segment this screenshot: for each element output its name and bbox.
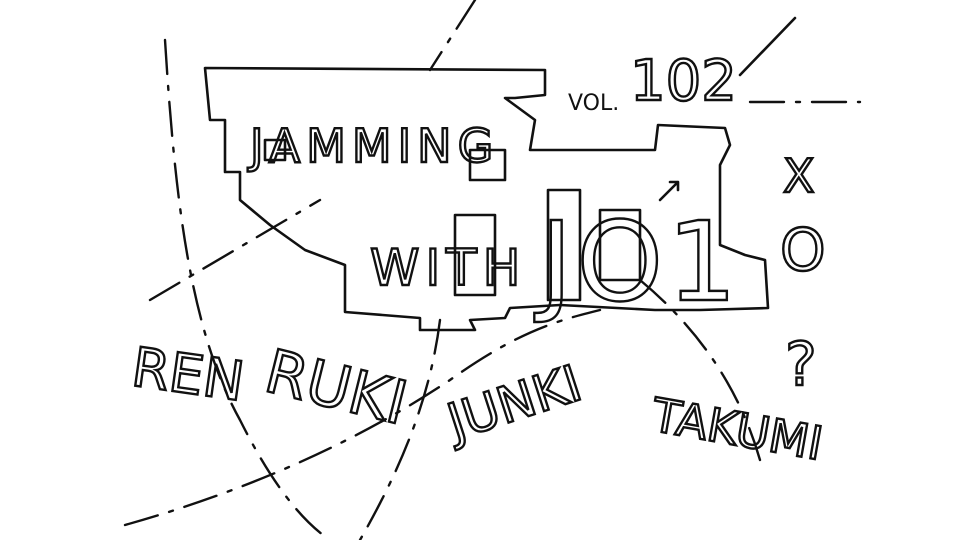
arrow-mark	[658, 180, 680, 202]
mark-question: ?	[785, 330, 817, 400]
dashed-line-mid-diagonal	[148, 198, 322, 302]
mark-x: X	[783, 149, 815, 203]
volume-number: 102	[630, 49, 737, 114]
title-jamming: JAMMING	[247, 119, 499, 173]
slash-mark	[738, 16, 797, 77]
member-ruki: RUKI	[258, 337, 413, 439]
inner-box-jo1	[546, 188, 642, 302]
title-jo1: JO1	[534, 198, 741, 326]
dashed-line-center	[358, 318, 442, 540]
inner-box-jamming	[263, 138, 507, 182]
member-junki: JUNKI	[438, 354, 588, 452]
title-block-outline	[203, 66, 770, 332]
title-with: WITH	[370, 239, 526, 297]
member-ren: REN	[128, 335, 248, 413]
volume-prefix: VOL.	[568, 91, 619, 116]
mark-o: O	[780, 216, 826, 284]
dashed-line-top-diagonal	[428, 0, 477, 72]
inner-box-with	[453, 213, 497, 297]
dashed-line-right	[638, 278, 762, 462]
dashed-line-lower	[123, 308, 602, 527]
dashed-line-left-vertical	[163, 38, 332, 540]
